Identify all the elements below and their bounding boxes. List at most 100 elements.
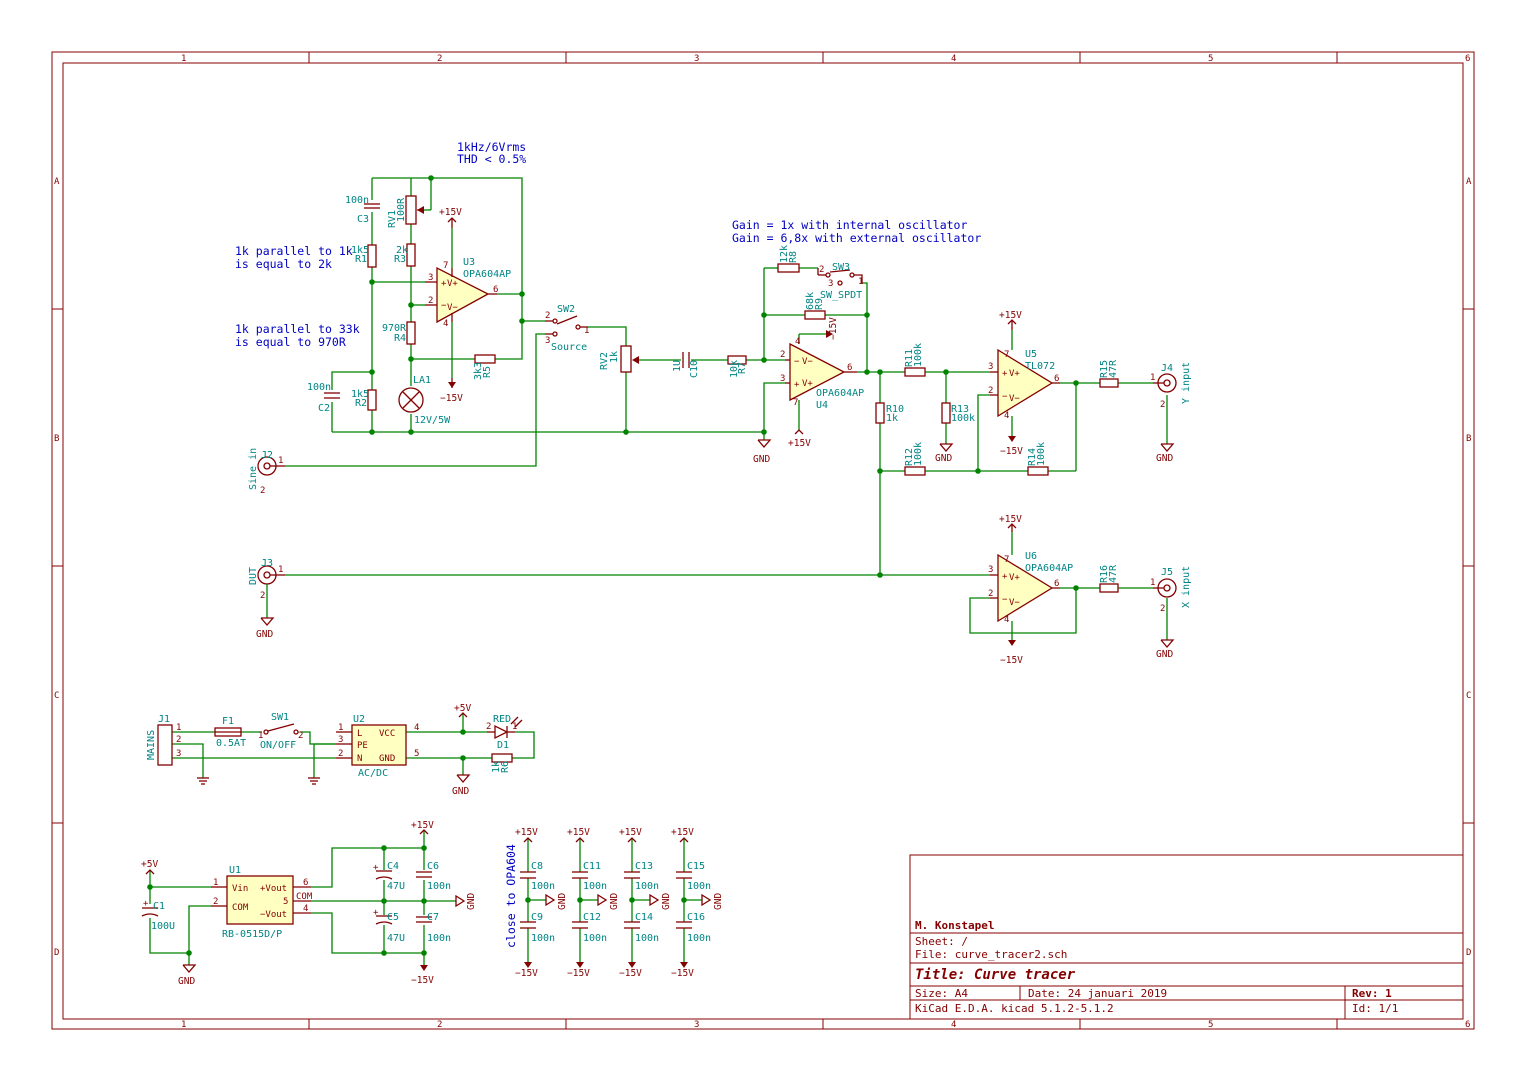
sw3-ref: SW3	[832, 262, 850, 273]
potentiometer-rv1[interactable]: RV1 100R	[387, 195, 424, 228]
resistor-r14[interactable]: R14 100k	[1027, 442, 1049, 476]
fuse-f1[interactable]: F1 0.5AT	[214, 716, 246, 749]
capacitor-c10[interactable]: 1U C10	[672, 352, 700, 378]
capacitor-c15[interactable]: C15 100n	[676, 861, 711, 892]
c6-value: 100n	[427, 881, 451, 892]
resistor-r2[interactable]: 1k5 R2	[351, 389, 377, 411]
capacitor-c9[interactable]: C9 100n	[520, 912, 555, 944]
title-block-file: File: curve_tracer2.sch	[915, 948, 1067, 961]
resistor-r5[interactable]: 3k3 R5	[473, 354, 496, 380]
c16-value: 100n	[687, 933, 711, 944]
led-d1[interactable]: 2 1 RED D1	[486, 714, 523, 751]
connector-j1[interactable]: 1 2 3 J1 MAINS	[146, 714, 181, 766]
svg-text:1: 1	[176, 723, 181, 733]
capacitor-c13[interactable]: C13 100n	[624, 861, 659, 892]
capacitor-c1[interactable]: + C1 100U	[141, 899, 175, 932]
j4-ref: J4	[1161, 363, 1173, 374]
svg-text:3: 3	[780, 374, 785, 384]
r13-gnd-label: GND	[935, 453, 952, 464]
u6-power-plus: +15V	[999, 514, 1022, 532]
module-u1[interactable]: 1 2 6 5 4 Vin COM +Vout COM −Vout U1 RB-…	[211, 865, 313, 940]
decoup4-minus15-label: −15V	[671, 968, 694, 979]
r16-ref: R16	[1099, 565, 1110, 583]
capacitor-c8[interactable]: C8 100n	[520, 861, 555, 892]
decoupling-col3-plus15: +15V	[619, 827, 642, 843]
u1-pin-com: COM	[232, 903, 249, 913]
resistor-r12[interactable]: R12 100k	[904, 442, 926, 476]
capacitor-c16[interactable]: C16 100n	[676, 912, 711, 944]
c11-value: 100n	[583, 881, 607, 892]
resistor-r1[interactable]: 1k5 R1	[351, 244, 377, 268]
svg-text:+: +	[373, 863, 379, 873]
u3-value: OPA604AP	[463, 269, 511, 280]
svg-text:2: 2	[176, 735, 181, 745]
lamp-la1[interactable]: LA1 12V/5W	[398, 375, 451, 426]
connector-j3[interactable]: 1 2 J3 DUT	[248, 558, 990, 618]
capacitor-c12[interactable]: C12 100n	[572, 912, 607, 944]
connector-j5[interactable]: 1 2 J5 X input	[1150, 566, 1192, 614]
j5-gnd: GND	[1156, 639, 1175, 660]
mains-wires	[172, 713, 535, 778]
resistor-r13[interactable]: R13 100k	[941, 402, 975, 424]
resistor-r4[interactable]: 970R R4	[382, 321, 416, 345]
opamp-u6[interactable]: + − V+ V− 3 2 6 7 4 U6 OPA604AP	[988, 551, 1073, 625]
resistor-r16[interactable]: R16 47R	[1099, 564, 1119, 593]
opamp-u4[interactable]: − + V− V+ 2 3 6 4 7 OPA604AP U4	[780, 337, 864, 411]
capacitor-c5[interactable]: + C5 47U	[373, 908, 405, 944]
resistor-r10[interactable]: R10 1k	[875, 402, 904, 424]
resistor-r15[interactable]: R15 47R	[1099, 359, 1119, 388]
svg-text:5: 5	[414, 749, 419, 759]
svg-text:4: 4	[303, 904, 308, 914]
capacitor-c11[interactable]: C11 100n	[572, 861, 607, 892]
frame-col-1-bottom: 1	[181, 1020, 186, 1030]
c9-value: 100n	[531, 933, 555, 944]
j4-value: Y input	[1181, 362, 1192, 404]
capacitor-c3[interactable]: 100n C3	[345, 195, 380, 225]
opamp-u3[interactable]: + − V+ V− 3 2 6 7 4 U3 OPA604AP	[425, 257, 511, 329]
svg-text:V−: V−	[1009, 598, 1020, 608]
switch-sw3[interactable]: 2 3 1 SW3 SW_SPDT	[817, 262, 863, 301]
capacitor-c6[interactable]: C6 100n	[416, 861, 451, 892]
note-parallel-2: 1k parallel to 33k	[235, 322, 360, 336]
svg-text:2: 2	[819, 265, 824, 275]
capacitor-c7[interactable]: C7 100n	[416, 912, 451, 944]
svg-text:2: 2	[213, 897, 218, 907]
rv2-ref: RV2	[599, 352, 610, 370]
c10-value: 1U	[672, 360, 683, 372]
d1-ref: D1	[497, 740, 509, 751]
r12-value: 100k	[913, 442, 924, 466]
connector-j2[interactable]: 1 2 J2 Sine in	[248, 448, 285, 496]
resistor-r8[interactable]: 12k R8	[777, 245, 800, 273]
frame-row-b-right: B	[1466, 434, 1471, 444]
capacitor-c14[interactable]: C14 100n	[624, 912, 659, 944]
u2-pin-vcc: VCC	[379, 729, 395, 739]
note-parallel-1b: is equal to 2k	[235, 257, 332, 271]
capacitor-c4[interactable]: + C4 47U	[373, 861, 405, 892]
dcdc-gnd-label: GND	[178, 976, 195, 987]
capacitor-c2[interactable]: 100n C2	[307, 382, 340, 414]
u4-power-minus: −15V	[826, 317, 839, 340]
frame-row-c-left: C	[54, 691, 59, 701]
r3-value: 2k	[396, 245, 408, 256]
svg-text:2: 2	[298, 731, 303, 741]
potentiometer-rv2[interactable]: RV2 1k	[599, 345, 639, 373]
r5-value: 3k3	[473, 362, 484, 380]
c11-ref: C11	[583, 861, 601, 872]
c7-value: 100n	[427, 933, 451, 944]
frame-col-3-bottom: 3	[694, 1020, 699, 1030]
decoupling-col4-minus15: −15V	[671, 962, 694, 979]
connector-j4[interactable]: 1 2 J4 Y input	[1150, 362, 1192, 410]
resistor-r11[interactable]: R11 100k	[904, 343, 926, 377]
resistor-r9[interactable]: 68k R9	[804, 292, 826, 320]
u5-value: TL072	[1025, 361, 1055, 372]
switch-sw2[interactable]: 2 3 1 SW2 Source	[545, 304, 589, 353]
r16-value: 47R	[1108, 564, 1119, 583]
resistor-r6[interactable]: 1k R6	[491, 753, 513, 773]
opamp-u5[interactable]: + − V+ V− 3 2 6 7 4 U5 TL072	[988, 348, 1060, 421]
module-u2[interactable]: 1 3 2 4 5 L PE N VCC GND U2 AC/DC	[336, 714, 419, 779]
resistor-r7[interactable]: 10k R7	[727, 355, 748, 378]
resistor-r3[interactable]: 2k R3	[394, 243, 416, 267]
c9-ref: C9	[531, 912, 543, 923]
switch-sw1[interactable]: 1 2 SW1 ON/OFF	[258, 712, 303, 751]
dcdc-gnd: GND	[178, 964, 197, 987]
